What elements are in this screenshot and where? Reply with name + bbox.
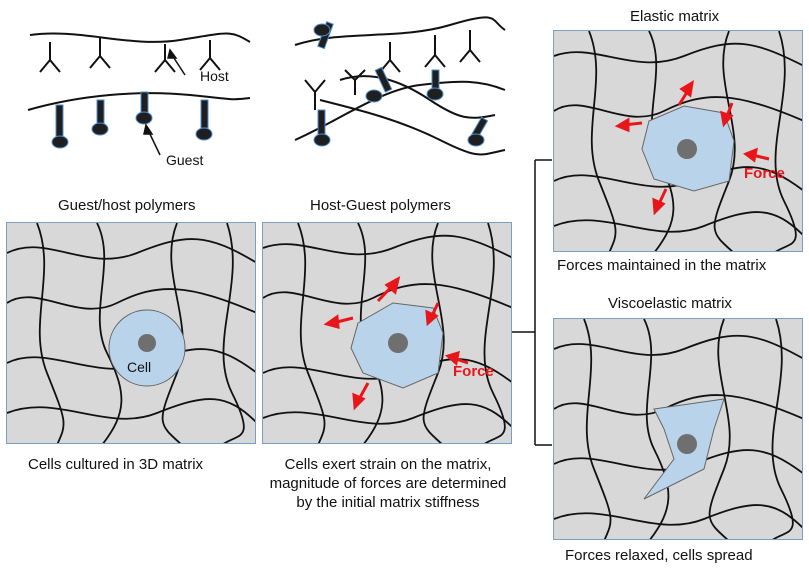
cells-cultured-caption: Cells cultured in 3D matrix (28, 456, 204, 473)
force-arrows (323, 276, 469, 411)
guest-host-caption: Guest/host polymers (58, 197, 196, 214)
strain-caption-1: Cells exert strain on the matrix, (284, 456, 492, 473)
guest-label: Guest (166, 152, 204, 168)
connector-lines (512, 159, 552, 446)
strain-caption-2: magnitude of forces are determined (269, 475, 507, 492)
nucleus (138, 334, 156, 352)
elastic-caption: Forces maintained in the matrix (557, 257, 767, 274)
viscoelastic-title: Viscoelastic matrix (608, 295, 732, 312)
guest-host-polymers (27, 32, 251, 111)
matrix-fibers (7, 223, 255, 443)
host-label: Host (200, 68, 229, 84)
nucleus (677, 434, 697, 454)
nucleus (677, 139, 697, 159)
guest-molecules (51, 91, 213, 149)
panel-strain: Force (262, 222, 512, 444)
viscoelastic-caption: Forces relaxed, cells spread (565, 547, 753, 564)
callout-arrows (143, 48, 186, 156)
cell-label: Cell (127, 359, 152, 375)
force-label: Force (453, 363, 494, 380)
elastic-title: Elastic matrix (630, 8, 720, 25)
panel-cells-cultured: Cell (6, 222, 256, 444)
matrix-fibers (554, 31, 802, 251)
panel-elastic: Force (553, 30, 803, 252)
strain-caption-3: by the initial matrix stiffness (296, 494, 480, 511)
host-guest-polymers (294, 16, 506, 156)
force-arrows (614, 80, 770, 216)
panel-viscoelastic (553, 318, 803, 540)
host-guest-molecules (313, 21, 489, 147)
host-guest-caption: Host-Guest polymers (310, 197, 451, 214)
force-label: Force (744, 165, 785, 182)
nucleus (388, 333, 408, 353)
